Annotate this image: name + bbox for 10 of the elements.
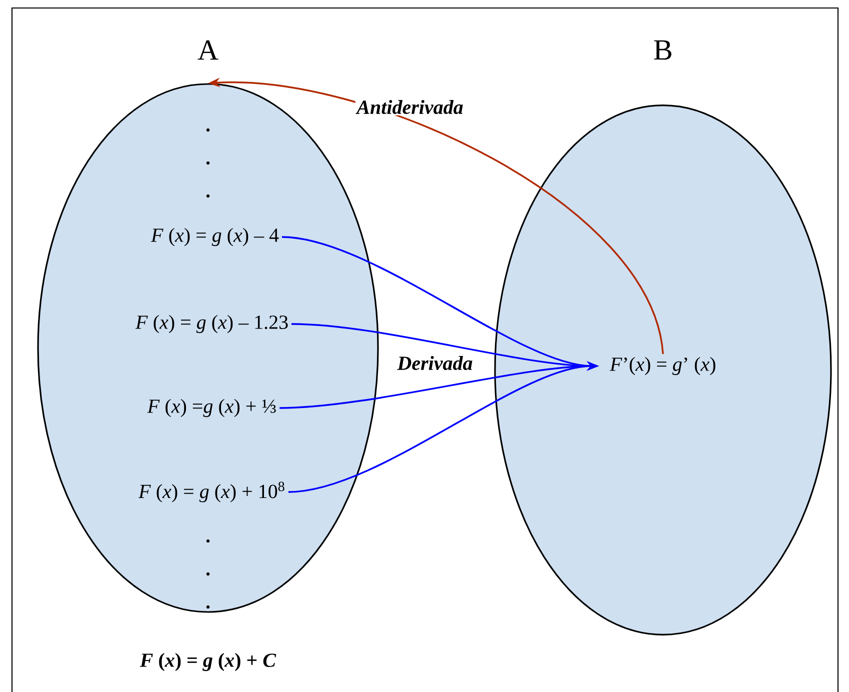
formula: F (x) = g (x) + C [140, 652, 276, 672]
formula: F (x) = g (x) – 4 [150, 228, 279, 246]
set-label: B [654, 40, 672, 60]
set-label: A [198, 40, 218, 60]
formula: F (x) = g (x) + 10$^{8}$ [138, 482, 284, 502]
formula: F (x) = g (x) – 1.23 [135, 314, 288, 334]
edge-label: Antiderivada [356, 100, 463, 114]
formula: F’(x) = g’ (x) [610, 356, 716, 376]
edge-label: Derivada [397, 356, 472, 370]
formula: F (x) =g (x) + ⅓ [147, 398, 276, 418]
